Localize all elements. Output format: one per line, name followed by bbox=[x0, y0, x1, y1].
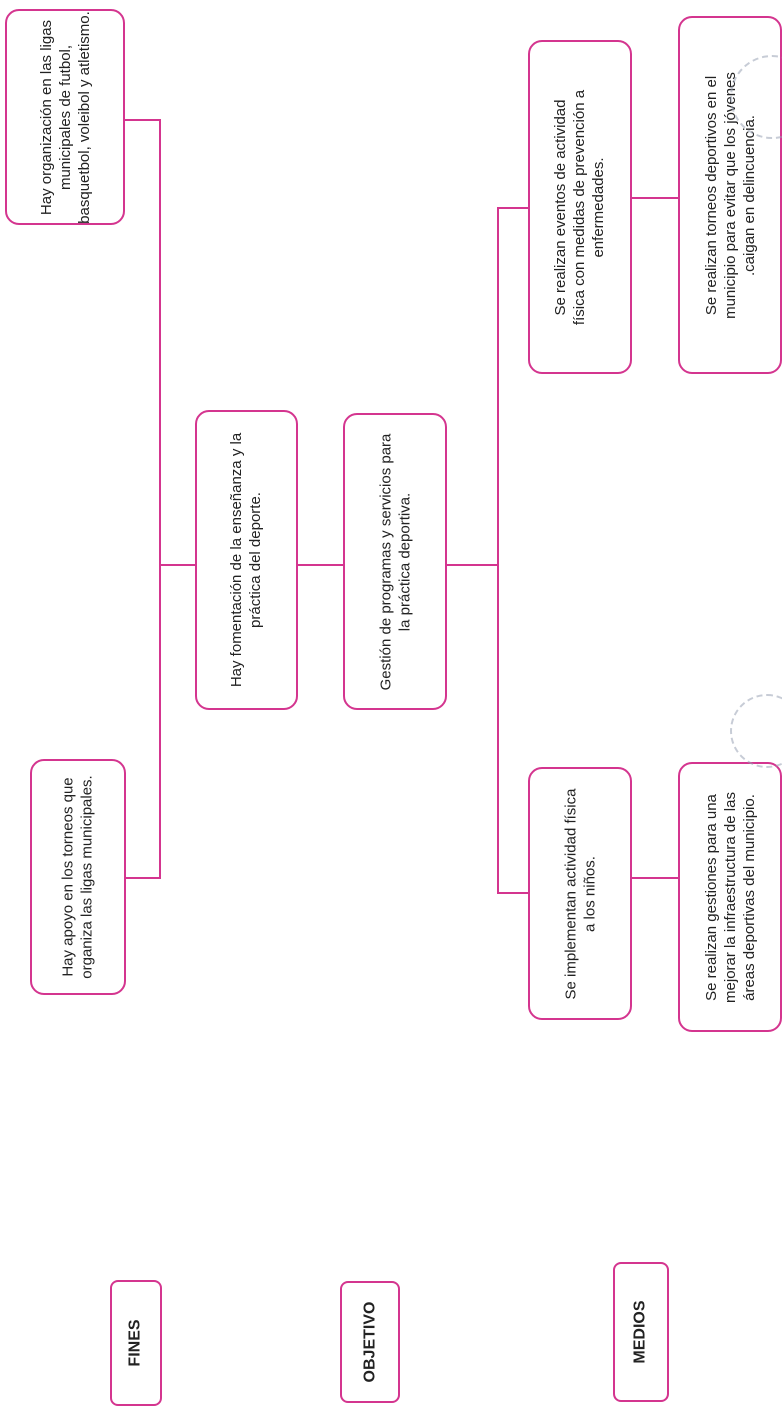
label-fines-text: FINES bbox=[127, 1319, 144, 1367]
label-medios: MEDIOS bbox=[613, 1262, 669, 1402]
medio-text-actividad-ninos: Se implementan actividad física a los ni… bbox=[562, 788, 598, 999]
fin-text-apoyo-torneos: Hay apoyo en los torneos que organiza la… bbox=[60, 775, 96, 979]
connector-fines-bracket bbox=[125, 119, 161, 879]
objetivo-text: Gestión de programas y servicios para la… bbox=[377, 433, 413, 690]
label-fines: FINES bbox=[110, 1280, 162, 1406]
label-medios-text: MEDIOS bbox=[632, 1300, 649, 1364]
connector-medios-bracket bbox=[497, 207, 528, 894]
fin-text-organizacion-ligas: Hay organización en las ligas municipale… bbox=[37, 10, 93, 224]
label-objetivo-text: OBJETIVO bbox=[361, 1301, 378, 1383]
label-objetivo: OBJETIVO bbox=[340, 1281, 400, 1403]
medio-text-gestiones-infraestructura: Se realizan gestiones para una mejorar l… bbox=[702, 791, 758, 1003]
medio-box-gestiones-infraestructura: Se realizan gestiones para una mejorar l… bbox=[678, 762, 782, 1032]
medio-text-eventos-actividad: Se realizan eventos de actividad física … bbox=[552, 89, 608, 325]
fin-box-organizacion-ligas: Hay organización en las ligas municipale… bbox=[5, 9, 125, 225]
fin-box-apoyo-torneos: Hay apoyo en los torneos que organiza la… bbox=[30, 759, 126, 995]
objetivo-box: Gestión de programas y servicios para la… bbox=[343, 413, 447, 710]
medio-box-actividad-ninos: Se implementan actividad física a los ni… bbox=[528, 767, 632, 1020]
fin-box-fomentacion-deporte: Hay fomentación de la enseñanza y la prá… bbox=[195, 410, 298, 710]
fin-text-fomentacion-deporte: Hay fomentación de la enseñanza y la prá… bbox=[228, 432, 265, 688]
medio-box-eventos-actividad: Se realizan eventos de actividad física … bbox=[528, 40, 632, 374]
